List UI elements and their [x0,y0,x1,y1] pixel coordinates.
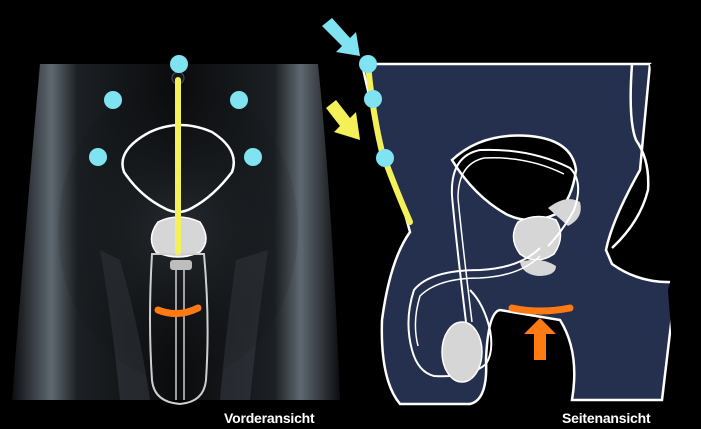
front-urethra-cap [170,260,192,270]
yellow-pointer-arrow-icon [326,100,360,140]
port-marker-left-upper [104,91,122,109]
port-marker-right-upper [230,91,248,109]
side-pressure-marker [512,308,570,311]
port-marker-left-lower [89,148,107,166]
side-port-marker-top [359,55,377,73]
front-view [12,55,340,404]
port-marker-right-lower [244,148,262,166]
side-port-marker-lower [376,149,394,167]
cyan-pointer-arrow-icon [322,18,360,56]
side-view [322,18,701,404]
side-port-marker-middle [364,90,382,108]
side-prostate [513,216,560,260]
port-marker-top [170,55,188,73]
front-view-caption: Vorderansicht [224,410,315,426]
side-pressure-arrow [524,318,556,360]
side-testis [442,322,482,382]
side-view-caption: Seitenansicht [562,410,650,426]
